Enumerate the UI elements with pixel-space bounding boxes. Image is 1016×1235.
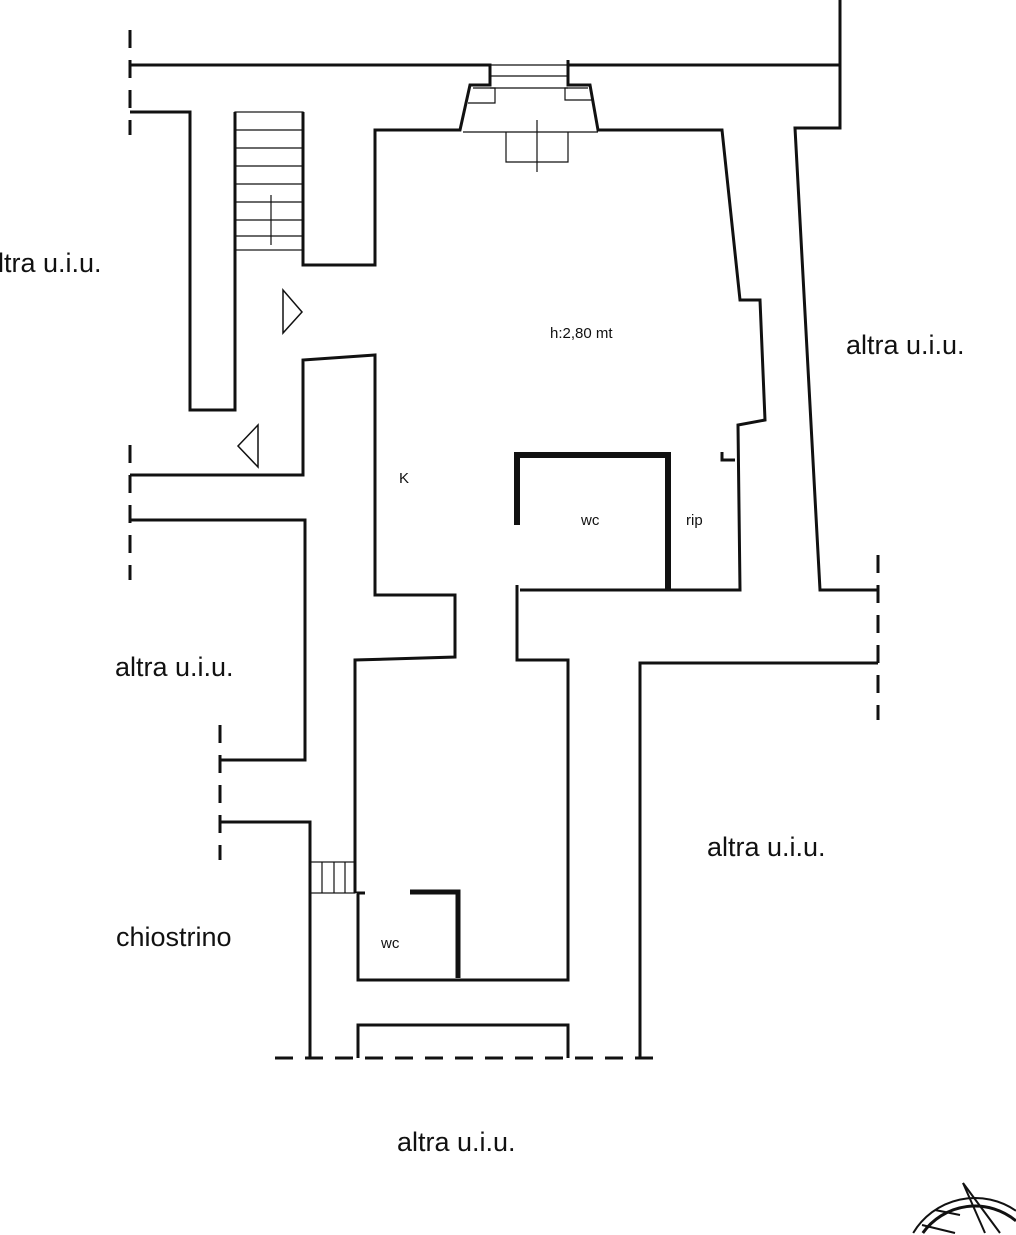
wall [410,889,461,978]
label-wc-upper: wc [581,512,600,529]
label-wc-lower: wc [381,935,400,952]
label-kitchen: K [399,470,410,487]
wall [130,353,457,893]
label-storage: rip [686,512,703,529]
staircase-icon [234,111,304,251]
label-other-unit-right: altra u.i.u. [846,330,965,360]
staircase-icon [309,861,356,894]
door-arrow-icon [236,423,259,469]
label-ceiling-height: h:2,80 mt [550,325,613,342]
label-other-unit-left: altra u.i.u. [115,652,234,682]
wall [130,518,307,762]
wall [356,585,570,982]
door-arrow-icon [282,287,304,335]
wall [514,452,671,590]
wall [130,110,237,412]
wall [520,60,767,592]
wall [356,1023,570,1058]
label-courtyard: chiostrino [116,922,232,952]
wall [220,820,312,1058]
label-other-unit-bottom: altra u.i.u. [397,1127,516,1157]
north-compass-icon [912,1182,1016,1234]
label-other-unit-top-left: ltra u.i.u. [0,248,102,278]
label-other-unit-right-lower: altra u.i.u. [707,832,826,862]
boundary-dashed [128,30,880,1060]
wall [793,0,878,592]
wall [720,452,735,462]
wall [638,661,878,1058]
staircase-icon [463,64,598,172]
wall [130,63,492,267]
